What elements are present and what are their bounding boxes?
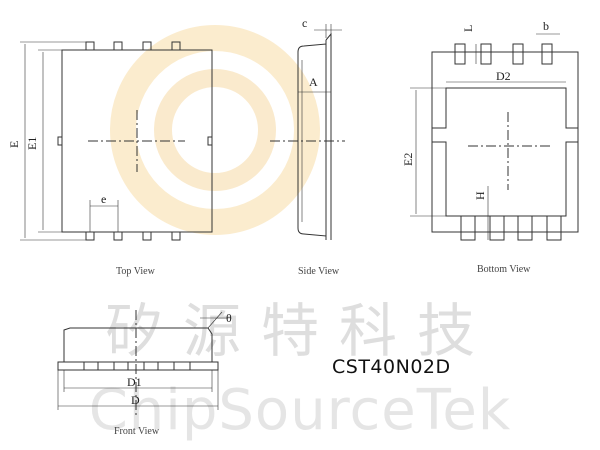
caption-side-view: Side View — [298, 266, 340, 277]
top-view — [20, 41, 213, 241]
label-E2: E2 — [401, 153, 415, 166]
caption-front-view: Front View — [114, 426, 160, 437]
label-b: b — [543, 19, 549, 33]
watermark-chinese: 矽源特科技 — [104, 297, 495, 365]
watermark-english: ChipSourceTek — [88, 378, 512, 443]
label-e: e — [101, 192, 106, 206]
caption-bottom-view: Bottom View — [477, 264, 531, 275]
label-c: c — [302, 16, 307, 30]
label-L: L — [461, 25, 475, 32]
part-number: CST40N02D — [332, 356, 451, 378]
side-view — [270, 24, 345, 240]
label-D1: D1 — [127, 375, 142, 389]
label-E: E — [7, 141, 21, 148]
label-theta: θ — [226, 311, 232, 325]
bottom-view — [410, 33, 579, 241]
label-D2: D2 — [496, 69, 511, 83]
label-H: H — [473, 191, 487, 200]
front-view — [57, 310, 228, 418]
label-E1: E1 — [25, 137, 39, 150]
caption-top-view: Top View — [116, 266, 156, 277]
label-A: A — [309, 75, 318, 89]
label-D: D — [131, 393, 140, 407]
